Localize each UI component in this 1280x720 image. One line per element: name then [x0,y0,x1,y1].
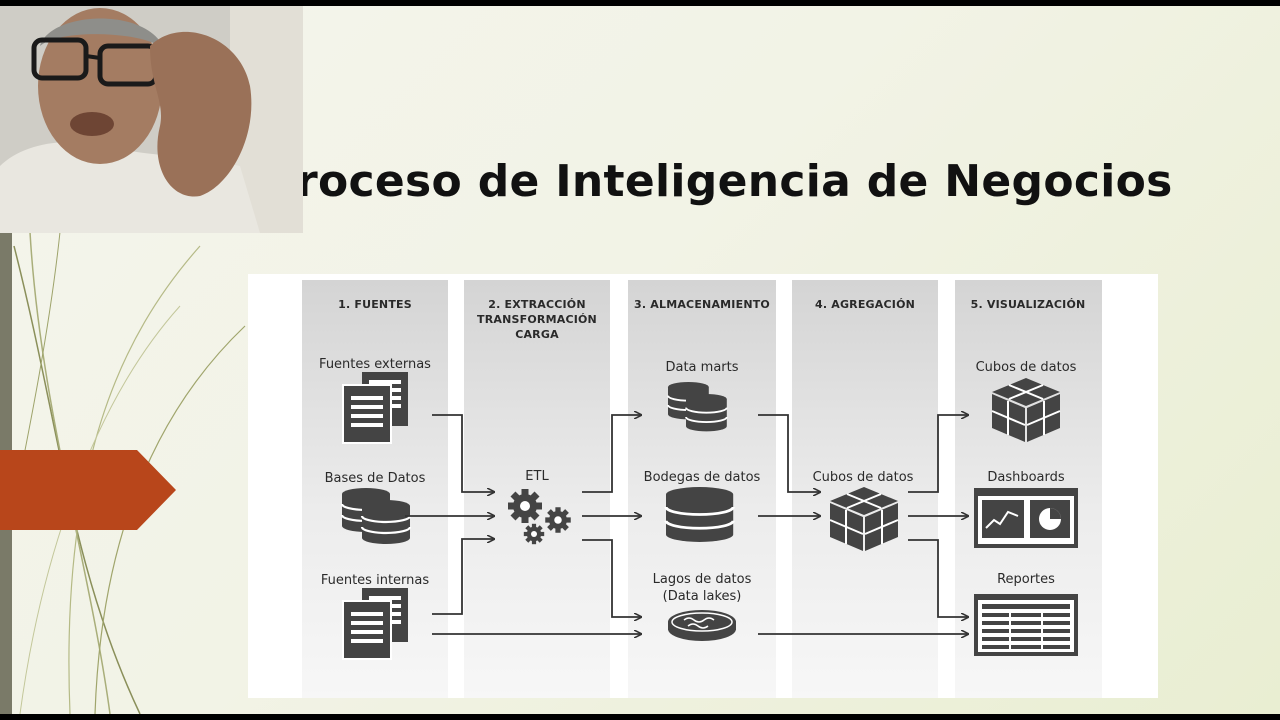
label-fuentes-externas: Fuentes externas [319,357,431,372]
label-lagos-de-datos: Lagos de datos [653,572,752,587]
database-icon [360,498,412,546]
flow-arrows [405,415,968,634]
label-cubos-visualizacion: Cubos de datos [976,360,1077,375]
label-reportes: Reportes [997,572,1055,587]
header-etl-line1: 2. EXTRACCIÓN [488,298,586,311]
gear-icon [508,489,542,523]
label-bases-de-datos: Bases de Datos [325,471,426,486]
label-etl: ETL [525,469,549,484]
data-lake-icon [668,610,736,641]
slide-canvas: roceso de Inteligencia de Negocios [0,6,1280,714]
label-dashboards: Dashboards [987,470,1065,485]
column-etl [464,280,610,698]
presenter-webcam [0,6,303,233]
slide-title: roceso de Inteligencia de Negocios [296,156,1173,207]
dashboard-icon [974,488,1078,548]
bi-process-diagram: 1. FUENTES 2. EXTRACCIÓN TRANSFORMACIÓN … [248,274,1158,698]
label-cubos-agregacion: Cubos de datos [813,470,914,485]
gear-icon [523,523,545,545]
slide-decoration [0,231,246,714]
header-etl-line3: CARGA [515,328,559,341]
header-visualizacion: 5. VISUALIZACIÓN [971,298,1086,311]
hand [150,31,252,197]
report-icon [974,594,1078,656]
header-almacenamiento: 3. ALMACENAMIENTO [634,298,770,311]
header-agregacion: 4. AGREGACIÓN [815,298,915,311]
glasses-icon [31,37,89,81]
decor-line [68,245,201,714]
label-fuentes-internas: Fuentes internas [321,573,430,588]
header-etl-line2: TRANSFORMACIÓN [477,313,597,326]
warehouse-icon [664,485,735,544]
slide-accent-arrow [0,450,176,530]
data-mart-icon [685,393,728,433]
gear-icon [545,507,571,533]
label-data-lakes: (Data lakes) [663,589,742,604]
header-fuentes: 1. FUENTES [338,298,412,311]
label-bodegas-de-datos: Bodegas de datos [644,470,761,485]
mouth [70,112,114,136]
hair [40,18,165,51]
label-data-marts: Data marts [665,360,738,375]
